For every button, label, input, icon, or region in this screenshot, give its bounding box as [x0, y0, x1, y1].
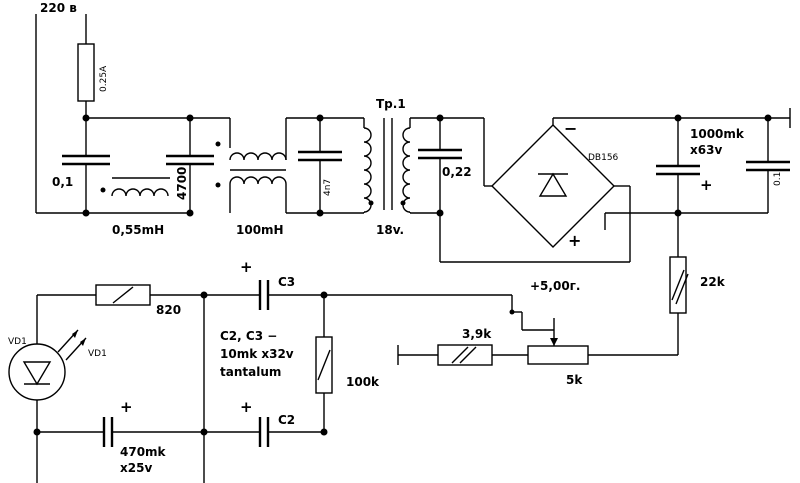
- label-r-820: 820: [156, 303, 181, 317]
- label-c2c3-note-2: 10mk x32v: [220, 347, 294, 361]
- label-c-0.22: 0,22: [442, 165, 472, 179]
- label-vd1-b: VD1: [88, 349, 107, 359]
- label-r-100k: 100k: [346, 375, 380, 389]
- label-pot-5k: 5k: [566, 373, 583, 387]
- label-bridge: DB156: [588, 153, 619, 163]
- label-transformer: Тр.1: [376, 97, 406, 111]
- label-choke-0.55mh: 0,55mH: [112, 223, 164, 237]
- transformer-tr1: [363, 118, 411, 213]
- label-c-1000mk-voltage: x63v: [690, 143, 722, 157]
- label-r-3.9k: 3,9k: [462, 327, 492, 341]
- label-c2c3-note-3: tantalum: [220, 365, 281, 379]
- label-c-4700: 4700: [175, 167, 189, 200]
- label-c-470mk-plus: +: [120, 398, 133, 416]
- choke-100mh: [190, 117, 287, 213]
- resistor-3.9k: [437, 344, 493, 366]
- label-c-4n7: 4n7: [323, 179, 333, 196]
- label-c-470mk: 470mk: [120, 445, 167, 459]
- label-mains: 220 в: [40, 1, 77, 15]
- label-c2: C2: [278, 413, 295, 427]
- bridge-rectifier-db156: [440, 118, 631, 263]
- label-tap-voltage: +5,00г.: [530, 279, 581, 293]
- choke-0.55mh: [86, 177, 190, 214]
- led-vd1: [8, 295, 87, 432]
- label-vd1-a: VD1: [8, 337, 27, 347]
- label-c-470mk-voltage: x25v: [120, 461, 152, 475]
- label-bridge-plus: +: [568, 231, 581, 250]
- label-r-22k: 22k: [700, 275, 726, 289]
- label-choke-100mh: 100mH: [236, 223, 284, 237]
- label-c3: C3: [278, 275, 295, 289]
- potentiometer-5k: [527, 345, 589, 365]
- label-c-1000mk-plus: +: [700, 176, 713, 194]
- label-c-1000mk: 1000mk: [690, 127, 745, 141]
- label-c-0.1: 0,1: [52, 175, 73, 189]
- label-bridge-minus: −: [564, 119, 577, 138]
- fuse: [77, 43, 95, 102]
- label-secondary-voltage: 18v.: [376, 223, 404, 237]
- label-c3-plus: +: [240, 258, 253, 276]
- label-c2-plus: +: [240, 398, 253, 416]
- label-c2c3-note-1: C2, C3 −: [220, 329, 277, 343]
- label-fuse: 0.25A: [99, 65, 109, 92]
- label-c-0.1-out: 0.1: [773, 172, 783, 186]
